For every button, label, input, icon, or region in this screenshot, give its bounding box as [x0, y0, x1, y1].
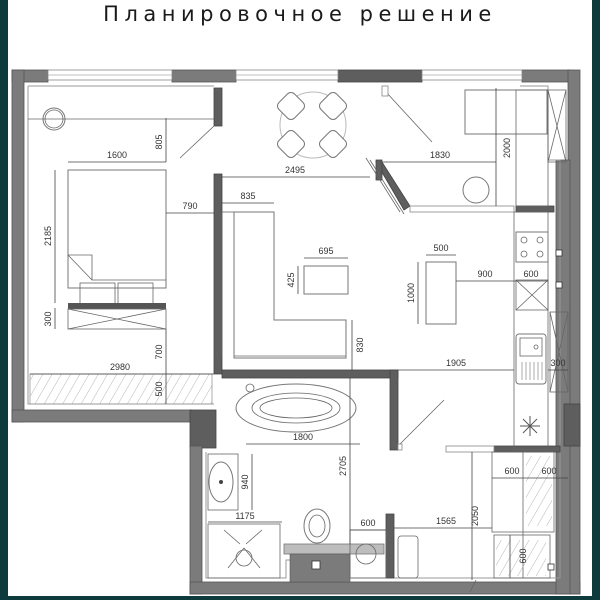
- ottoman: [462, 176, 490, 204]
- living-room: [221, 89, 567, 359]
- hall-dimensions: 2050 1565 600 600 600: [394, 452, 568, 580]
- sink: [515, 333, 547, 385]
- coffee-table: [303, 265, 349, 295]
- dim-island-length: 1000: [406, 283, 416, 303]
- bedroom: [28, 107, 214, 405]
- kitchen-dimensions: 500 1000 900 600 1905 300: [398, 243, 568, 371]
- bathroom-dimensions: 1800 940 1175 2705 600: [208, 378, 386, 544]
- dim-closet-length: 2000: [502, 138, 512, 158]
- balcony: [29, 373, 213, 405]
- bathroom: [207, 383, 387, 583]
- toilet: [303, 508, 331, 544]
- dim-washer-width: 600: [360, 518, 375, 528]
- dim-sofa-depth: 830: [355, 337, 365, 352]
- dim-bed-length: 2185: [43, 226, 53, 246]
- dim-wardrobe-length: 2050: [470, 506, 480, 526]
- dim-shoe-cabinet: 600: [518, 548, 528, 563]
- bedroom-dimensions: 1600 805 790 2185 300 700 2980 500: [30, 118, 214, 404]
- dim-counter-depth: 600: [523, 269, 538, 279]
- dim-bathtub-length: 1800: [293, 432, 313, 442]
- dim-side-cabinet: 300: [550, 358, 565, 368]
- bed: [67, 169, 167, 289]
- bathtub: [235, 383, 357, 433]
- dim-coffee-table-depth: 425: [286, 272, 296, 287]
- hall: [397, 451, 555, 579]
- dim-bed-width: 1600: [107, 150, 127, 160]
- dim-sofa-width: 835: [240, 191, 255, 201]
- doors: [179, 85, 515, 593]
- dim-shower-width: 1175: [235, 511, 254, 521]
- living-dimensions: 2495 835 695 425 830 1830 2000: [222, 88, 512, 370]
- kitchen-island: [425, 261, 457, 325]
- dim-wardrobe-depth-1: 600: [504, 466, 519, 476]
- dim-top-clearance: 805: [154, 134, 164, 149]
- dim-room-length: 2705: [338, 456, 348, 476]
- dining-chairs: [277, 92, 347, 158]
- shower: [207, 523, 281, 579]
- dim-aisle: 900: [477, 269, 492, 279]
- dim-vanity-length: 940: [240, 474, 250, 489]
- dim-side-clearance: 790: [182, 201, 197, 211]
- dim-balcony-depth: 500: [154, 381, 164, 396]
- wardrobe: [67, 308, 167, 330]
- dim-dining-width: 2495: [285, 165, 305, 175]
- plan-title: Планировочное решение: [103, 2, 497, 26]
- ventilation-icon: [520, 416, 540, 436]
- dim-island-width: 500: [433, 243, 448, 253]
- kitchen: [425, 211, 569, 451]
- dim-coffee-table-width: 695: [318, 246, 333, 256]
- dim-room-width: 2980: [110, 362, 130, 372]
- dining-table: [279, 91, 347, 159]
- dim-wardrobe-depth: 300: [43, 311, 53, 326]
- dim-wardrobe-depth-2: 600: [541, 466, 556, 476]
- dim-hall-width: 1565: [436, 516, 456, 526]
- dim-hallway-width: 1830: [430, 150, 450, 160]
- dim-passage: 1905: [446, 358, 466, 368]
- dim-bottom-clearance: 700: [154, 344, 164, 359]
- interior-walls: [213, 87, 561, 579]
- shoe-cabinet: [493, 534, 551, 579]
- cooktop: [515, 231, 549, 263]
- sofa: [233, 211, 347, 359]
- closet: [464, 89, 548, 135]
